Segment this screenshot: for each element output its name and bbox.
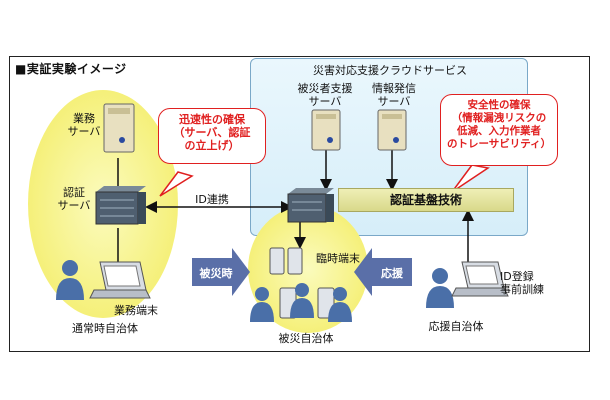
id-registration-label: ID登録 事前訓練 <box>500 270 544 296</box>
victim-support-server-label: 被災者支援 サーバ <box>297 82 353 108</box>
safety-bubble: 安全性の確保 （情報漏洩リスクの 低減、入力作業者 のトレーサビリティ） <box>440 94 558 166</box>
disaster-gov-label: 被災自治体 <box>278 332 334 345</box>
normal-gov-user-icon <box>56 260 84 300</box>
business-server-icon <box>103 103 135 153</box>
auth-server-icon <box>95 186 146 225</box>
safety-bubble-tail <box>451 164 490 193</box>
business-terminal-label: 業務端末 <box>114 304 158 317</box>
victim-server-icon <box>311 109 341 151</box>
cloud-service-label: 災害対応支援クラウドサービス <box>313 64 467 77</box>
support-terminal-icon <box>451 261 509 297</box>
disaster-arrow-shape <box>192 248 250 296</box>
disaster-arrow-label: 被災時 <box>199 267 233 280</box>
business-server-label: 業務 サーバ <box>67 112 101 138</box>
info-dispatch-server-label: 情報発信 サーバ <box>372 82 416 108</box>
speed-bubble-tail <box>159 171 194 197</box>
support-arrow-shape <box>354 248 412 296</box>
auth-server-label: 認証 サーバ <box>57 186 91 212</box>
temp-terminal-label: 臨時端末 <box>316 252 360 265</box>
id-link-label: ID連携 <box>195 193 229 206</box>
auth-infrastructure-bar: 認証基盤技術 <box>338 188 514 212</box>
support-arrow-label: 応援 <box>381 267 403 280</box>
diagram-frame <box>9 56 590 352</box>
support-gov-label: 応援自治体 <box>428 320 484 333</box>
support-gov-user-icon <box>426 268 454 308</box>
cloud-auth-server-icon <box>287 188 334 223</box>
diagram-title: ■実証実験イメージ <box>15 62 127 76</box>
disaster-gov-users-icon <box>250 283 352 322</box>
speed-bubble: 迅速性の確保 （サーバ、認証 の立上げ） <box>158 108 266 164</box>
business-terminal-icon <box>89 261 151 299</box>
info-server-icon <box>377 109 407 151</box>
normal-gov-label: 通常時自治体 <box>72 322 138 335</box>
